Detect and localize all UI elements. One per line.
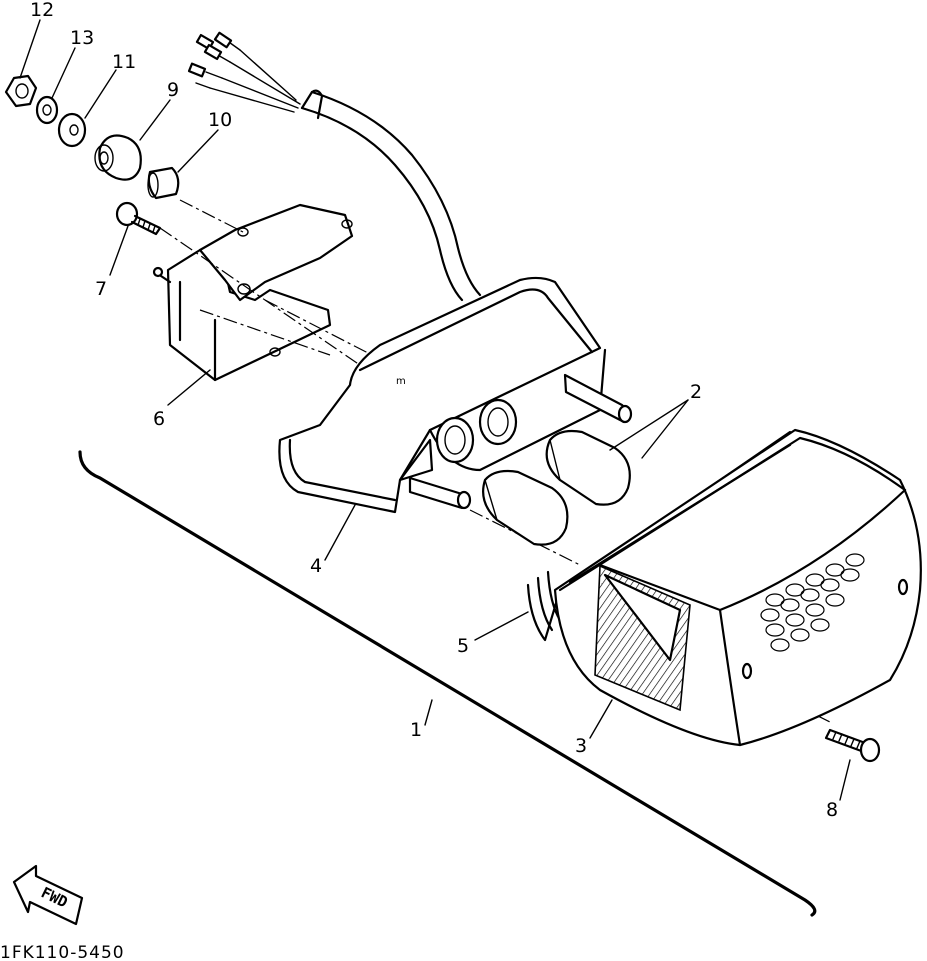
callout-11: 11 (112, 51, 136, 73)
lens-diffuser-pattern (760, 553, 865, 652)
part-4-lamp-housing: m (278, 276, 633, 514)
part-code: 1FK110-5450 (0, 943, 125, 961)
callout-5: 5 (457, 635, 469, 657)
callout-labels: 1 2 3 4 5 6 7 8 9 10 11 12 13 (30, 0, 838, 821)
callout-7: 7 (95, 278, 107, 300)
assembly-group-bracket (78, 450, 817, 917)
callout-3: 3 (575, 735, 587, 757)
callout-1: 1 (410, 719, 422, 741)
part-11-washer (57, 112, 87, 148)
part-2-bulbs (482, 429, 631, 546)
callout-4: 4 (310, 555, 322, 577)
part-7-screw (115, 201, 162, 236)
callout-9: 9 (167, 79, 179, 101)
part-6-bracket (152, 203, 354, 382)
wiring-harness (187, 31, 482, 302)
leader-lines (19, 19, 851, 801)
callout-13: 13 (70, 27, 94, 49)
forward-direction-arrow: FWD (12, 864, 84, 926)
callout-12: 12 (30, 0, 54, 21)
callout-6: 6 (153, 408, 165, 430)
part-10-collar (147, 166, 180, 200)
callout-10: 10 (208, 109, 232, 131)
part-12-nut (4, 74, 38, 108)
callout-2: 2 (690, 381, 702, 403)
part-13-lock-washer (35, 95, 59, 125)
part-9-grommet (94, 134, 142, 181)
part-8-screw (824, 728, 881, 763)
callout-8: 8 (826, 799, 838, 821)
housing-mark: m (396, 376, 406, 387)
part-3-lens (553, 428, 922, 747)
